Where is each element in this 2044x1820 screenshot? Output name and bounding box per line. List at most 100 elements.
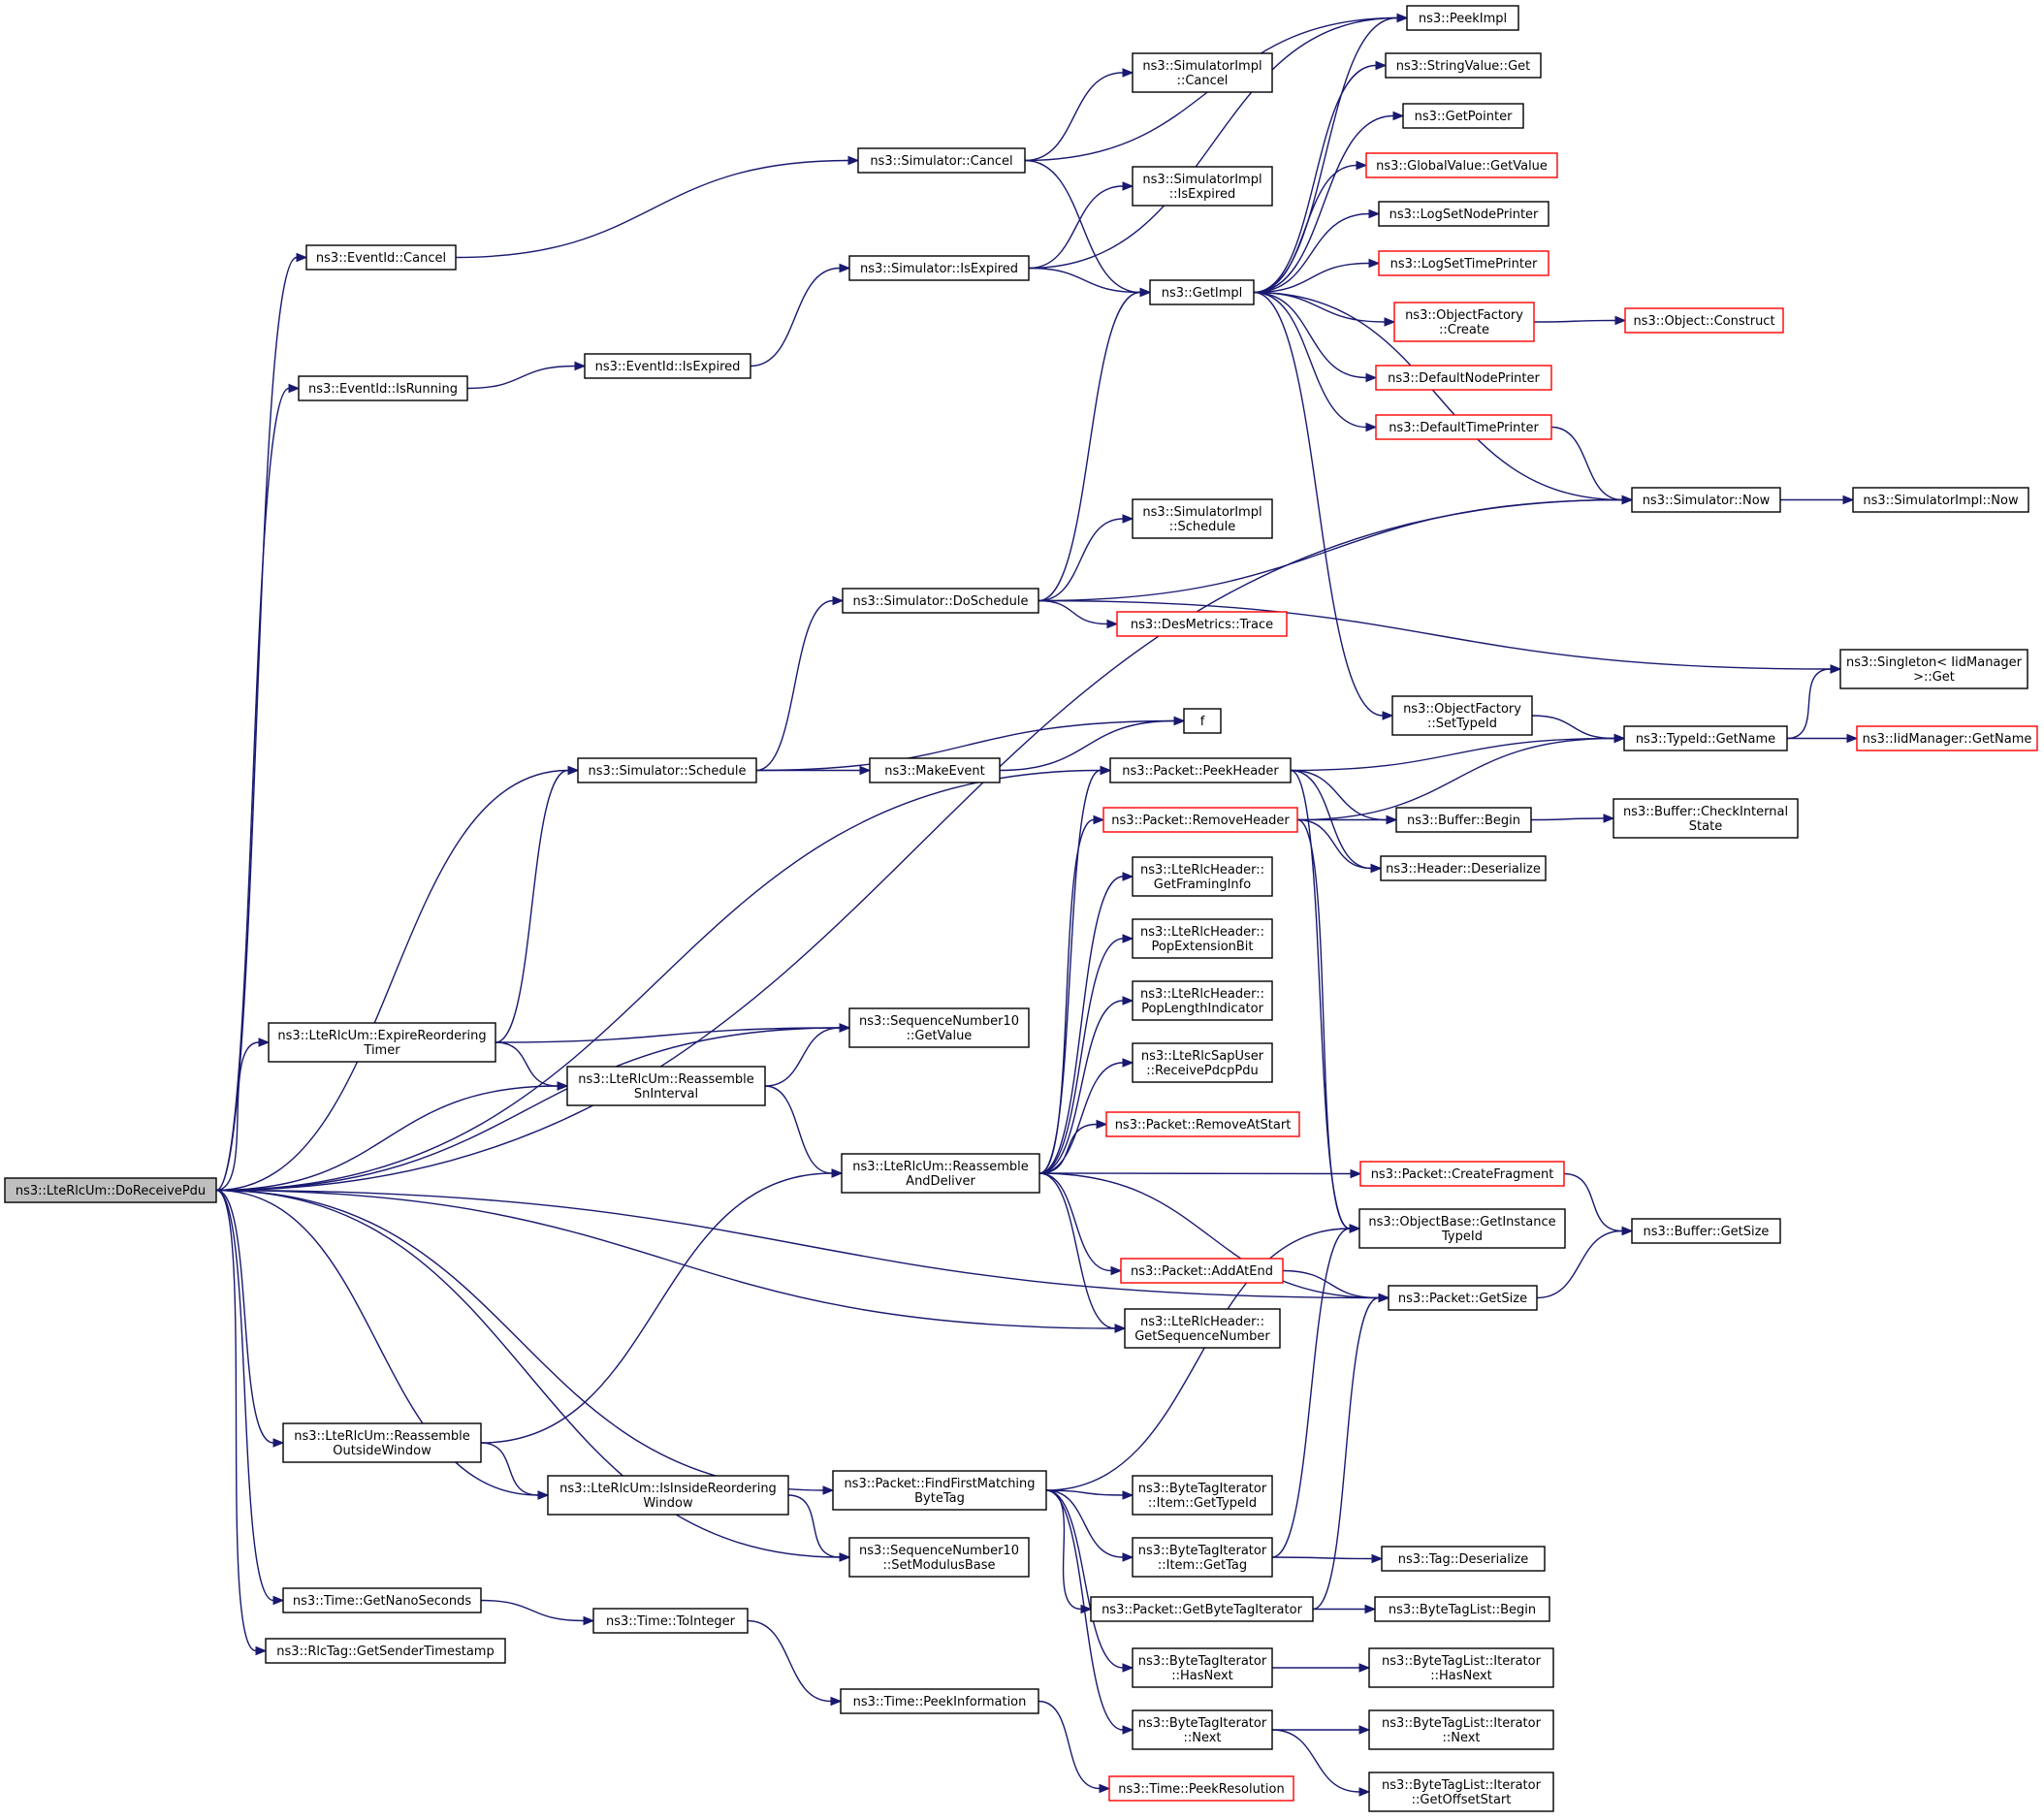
node-box bbox=[577, 757, 757, 783]
node-simimplcancel[interactable]: ns3::SimulatorImpl::Cancel bbox=[1132, 52, 1273, 93]
node-f[interactable]: f bbox=[1183, 708, 1222, 734]
node-objfactcreate[interactable]: ns3::ObjectFactory::Create bbox=[1393, 302, 1535, 342]
node-addatend[interactable]: ns3::Packet::AddAtEnd bbox=[1120, 1258, 1284, 1284]
node-logsettime[interactable]: ns3::LogSetTimePrinter bbox=[1378, 250, 1549, 276]
node-getoffset[interactable]: ns3::ByteTagList::Iterator::GetOffsetSta… bbox=[1368, 1772, 1554, 1812]
node-peekres[interactable]: ns3::Time::PeekResolution bbox=[1108, 1775, 1294, 1802]
call-edge-reassembledeliver-to-poplength bbox=[1038, 996, 1134, 1174]
node-deftimeprinter[interactable]: ns3::DefaultTimePrinter bbox=[1375, 414, 1552, 440]
node-simschedule[interactable]: ns3::Simulator::Schedule bbox=[577, 757, 757, 783]
call-edge-root-to-evisrunning bbox=[215, 383, 301, 1192]
node-simnow[interactable]: ns3::Simulator::Now bbox=[1631, 487, 1781, 513]
node-box bbox=[841, 1153, 1040, 1194]
node-simdoschedule[interactable]: ns3::Simulator::DoSchedule bbox=[842, 588, 1039, 614]
node-headerdeser[interactable]: ns3::Header::Deserialize bbox=[1380, 855, 1547, 881]
node-typeidgetname[interactable]: ns3::TypeId::GetName bbox=[1623, 725, 1788, 751]
node-tagdeser[interactable]: ns3::Tag::Deserialize bbox=[1381, 1546, 1546, 1572]
node-makeevent[interactable]: ns3::MakeEvent bbox=[869, 757, 1001, 783]
node-getseqnum[interactable]: ns3::LteRlcHeader::GetSequenceNumber bbox=[1124, 1308, 1281, 1349]
node-peekimpl[interactable]: ns3::PeekImpl bbox=[1406, 5, 1519, 31]
node-bytetaglistbegin[interactable]: ns3::ByteTagList::Begin bbox=[1374, 1596, 1550, 1622]
node-label: ns3::Packet::FindFirstMatching bbox=[844, 1477, 1035, 1491]
node-getnanosec[interactable]: ns3::Time::GetNanoSeconds bbox=[282, 1587, 482, 1613]
node-simcancel[interactable]: ns3::Simulator::Cancel bbox=[857, 147, 1026, 174]
node-objconstruct[interactable]: ns3::Object::Construct bbox=[1624, 307, 1784, 334]
node-tointeger[interactable]: ns3::Time::ToInteger bbox=[592, 1608, 749, 1634]
node-label: ns3::ByteTagList::Iterator bbox=[1382, 1778, 1542, 1793]
node-label: ::Next bbox=[1183, 1731, 1221, 1745]
node-itemgettypeid[interactable]: ns3::ByteTagIterator::Item::GetTypeId bbox=[1132, 1475, 1273, 1516]
node-evcancel[interactable]: ns3::EventId::Cancel bbox=[305, 244, 457, 271]
node-label: ::SetModulusBase bbox=[882, 1558, 995, 1573]
node-removeheader[interactable]: ns3::Packet::RemoveHeader bbox=[1102, 807, 1298, 833]
node-receivepdcp[interactable]: ns3::LteRlcSapUser::ReceivePdcpPdu bbox=[1132, 1042, 1273, 1083]
node-poplength[interactable]: ns3::LteRlcHeader::PopLengthIndicator bbox=[1132, 980, 1273, 1021]
node-bufferbegin[interactable]: ns3::Buffer::Begin bbox=[1395, 807, 1532, 833]
node-label: ns3::Time::PeekInformation bbox=[853, 1695, 1027, 1709]
node-label: ns3::LteRlcUm::Reassemble bbox=[852, 1160, 1029, 1174]
node-singleton[interactable]: ns3::Singleton< IidManager >::Get bbox=[1839, 649, 2028, 689]
node-evisexpired[interactable]: ns3::EventId::IsExpired bbox=[584, 353, 751, 379]
node-itemgettag[interactable]: ns3::ByteTagIterator::Item::GetTag bbox=[1132, 1537, 1273, 1578]
node-defnodeprinter[interactable]: ns3::DefaultNodePrinter bbox=[1375, 365, 1552, 391]
node-next[interactable]: ns3::ByteTagIterator::Next bbox=[1132, 1709, 1273, 1750]
function-nodes: ns3::LteRlcUm::DoReceivePdu ns3::EventId:… bbox=[4, 5, 2038, 1812]
node-label: ByteTag bbox=[914, 1491, 965, 1506]
node-peekinfo[interactable]: ns3::Time::PeekInformation bbox=[840, 1688, 1039, 1714]
node-desmetrics[interactable]: ns3::DesMetrics::Trace bbox=[1116, 611, 1288, 637]
node-box bbox=[1402, 103, 1524, 129]
node-box bbox=[1132, 980, 1273, 1021]
node-simimplschedule[interactable]: ns3::SimulatorImpl::Schedule bbox=[1132, 498, 1273, 539]
node-globalvalue[interactable]: ns3::GlobalValue::GetValue bbox=[1365, 152, 1558, 178]
node-objfactsettypeid[interactable]: ns3::ObjectFactory::SetTypeId bbox=[1391, 695, 1533, 736]
node-listnext[interactable]: ns3::ByteTagList::Iterator::Next bbox=[1368, 1709, 1554, 1750]
node-getimpl[interactable]: ns3::GetImpl bbox=[1149, 279, 1255, 305]
call-edge-getimpl-to-stringvalueget bbox=[1253, 60, 1388, 294]
node-createfragment[interactable]: ns3::Packet::CreateFragment bbox=[1359, 1161, 1565, 1187]
node-simimplisexpired[interactable]: ns3::SimulatorImpl::IsExpired bbox=[1132, 166, 1273, 207]
node-box bbox=[1132, 1042, 1273, 1083]
node-getframing[interactable]: ns3::LteRlcHeader::GetFramingInfo bbox=[1132, 856, 1273, 897]
node-label: ns3::Packet::RemoveAtStart bbox=[1115, 1118, 1292, 1133]
node-simisexpired[interactable]: ns3::Simulator::IsExpired bbox=[848, 255, 1030, 281]
node-label: State bbox=[1689, 819, 1722, 834]
node-buffergetsize[interactable]: ns3::Buffer::GetSize bbox=[1631, 1218, 1781, 1244]
node-seqgetvalue[interactable]: ns3::SequenceNumber10::GetValue bbox=[848, 1007, 1030, 1048]
call-edge-expirereorder-to-reassemblesn bbox=[495, 1041, 569, 1091]
node-box bbox=[1388, 1285, 1538, 1311]
node-simimplnow[interactable]: ns3::SimulatorImpl::Now bbox=[1852, 487, 2029, 513]
node-iidgetname[interactable]: ns3::IidManager::GetName bbox=[1856, 725, 2038, 751]
node-removeatstart[interactable]: ns3::Packet::RemoveAtStart bbox=[1105, 1111, 1300, 1137]
node-box bbox=[547, 1475, 789, 1516]
node-packetgetsize[interactable]: ns3::Packet::GetSize bbox=[1388, 1285, 1538, 1311]
node-getbytetagiter[interactable]: ns3::Packet::GetByteTagIterator bbox=[1090, 1596, 1314, 1622]
node-logsetnode[interactable]: ns3::LogSetNodePrinter bbox=[1378, 201, 1549, 227]
node-setmodulus[interactable]: ns3::SequenceNumber10::SetModulusBase bbox=[848, 1537, 1030, 1578]
node-stringvalueget[interactable]: ns3::StringValue::Get bbox=[1385, 52, 1542, 79]
call-edge-getimpl-to-defnodeprinter bbox=[1253, 291, 1378, 383]
node-label: OutsideWindow bbox=[333, 1444, 431, 1458]
node-box bbox=[1132, 1647, 1273, 1688]
node-peekheader[interactable]: ns3::Packet::PeekHeader bbox=[1109, 757, 1292, 783]
node-getpointer[interactable]: ns3::GetPointer bbox=[1402, 103, 1524, 129]
node-box bbox=[1368, 1647, 1554, 1688]
node-popext[interactable]: ns3::LteRlcHeader::PopExtensionBit bbox=[1132, 918, 1273, 959]
node-listhasnext[interactable]: ns3::ByteTagList::Iterator::HasNext bbox=[1368, 1647, 1554, 1688]
node-root[interactable]: ns3::LteRlcUm::DoReceivePdu bbox=[4, 1177, 217, 1203]
node-rlctag[interactable]: ns3::RlcTag::GetSenderTimestamp bbox=[265, 1638, 506, 1664]
node-label: ns3::ByteTagIterator bbox=[1138, 1482, 1267, 1496]
node-hasnext[interactable]: ns3::ByteTagIterator::HasNext bbox=[1132, 1647, 1273, 1688]
node-label: ns3::Tag::Deserialize bbox=[1398, 1552, 1529, 1567]
node-evisrunning[interactable]: ns3::EventId::IsRunning bbox=[298, 375, 468, 401]
node-label: ns3::Packet::RemoveHeader bbox=[1111, 814, 1290, 828]
node-box bbox=[832, 1470, 1047, 1511]
call-edge-root-to-peekheader bbox=[215, 765, 1112, 1192]
